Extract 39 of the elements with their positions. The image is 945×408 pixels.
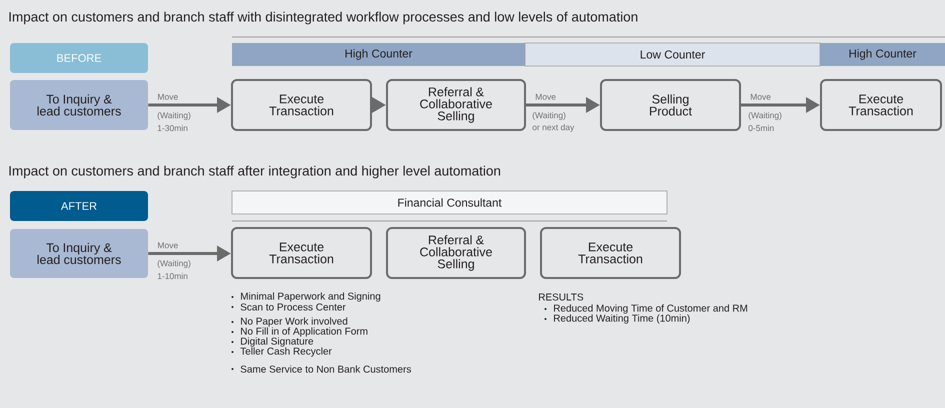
start-box: To Inquiry & lead customers [10, 80, 148, 130]
label-tag: AFTER [10, 191, 148, 221]
bullet-item: Teller Cash Recycler [240, 347, 332, 357]
bullet-item: Same Service to Non Bank Customers [240, 365, 411, 373]
process-box: Execute Transaction [231, 79, 372, 131]
edge-label: Move [750, 94, 771, 100]
process-box: Selling Product [600, 79, 741, 131]
bullet-item: Reduced Moving Time of Customer and RM [554, 304, 748, 314]
role-band: Financial Consultant [232, 190, 668, 214]
waiting-note: (Waiting) [748, 112, 782, 120]
bullet-item: No Paper Work involved [241, 317, 348, 327]
start-box: To Inquiry & lead customers [10, 229, 148, 278]
waiting-note: (Waiting) [532, 112, 566, 120]
results-heading: RESULTS [539, 293, 584, 301]
counter-band: High Counter [232, 43, 525, 66]
process-box: Execute Transaction [820, 79, 942, 131]
edge-label: Move [536, 94, 556, 100]
waiting-note: 0-5min [748, 124, 774, 132]
waiting-note: (Waiting) [158, 112, 190, 120]
counter-band: Low Counter [524, 42, 820, 66]
bullet-item: Digital Signature [241, 337, 314, 347]
waiting-note: (Waiting) [158, 260, 190, 268]
bullet-item: Reduced Waiting Time (10min) [554, 314, 690, 324]
process-box: Execute Transaction [540, 227, 681, 279]
waiting-note: 1-30min [158, 124, 188, 132]
bullet-item: Scan to Process Center [240, 303, 346, 311]
bullet-item: Minimal Paperwork and Signing [241, 292, 380, 302]
section-heading: Impact on customers and branch staff with disintegrated workflow processes and low levels of automation [9, 12, 638, 24]
process-box: Referral & Collaborative Selling [386, 227, 526, 279]
process-box: Referral & Collaborative Selling [386, 79, 526, 131]
edge-label: Move [158, 242, 178, 248]
waiting-note: 1-10min [158, 272, 188, 280]
section-heading: Impact on customers and branch staff after integration and higher level automation [9, 166, 500, 178]
process-box: Execute Transaction [231, 227, 372, 279]
edge-label: Move [158, 94, 178, 100]
waiting-note: or next day [532, 124, 574, 132]
label-tag: BEFORE [10, 43, 148, 73]
bullet-item: No Fill in of Application Form [241, 327, 368, 337]
counter-band: High Counter [820, 43, 945, 66]
